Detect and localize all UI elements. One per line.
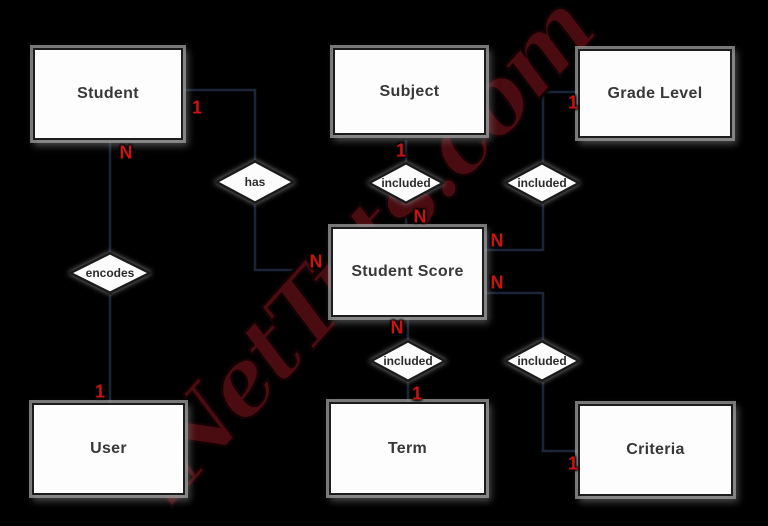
cardinality-subject-included: 1 (395, 140, 407, 161)
entity-criteria: Criteria (578, 404, 733, 496)
relationship-included-subject: included (367, 161, 445, 205)
entity-grade-level-label: Grade Level (607, 84, 703, 102)
relationship-included-criteria-label: included (517, 354, 567, 368)
entity-student: Student (33, 48, 183, 140)
diamond-shape (503, 340, 581, 382)
cardinality-student-score-included-term: N (390, 317, 404, 338)
entity-criteria-label: Criteria (626, 441, 685, 458)
edge-student-score-included-crit (484, 291, 545, 340)
cardinality-encodes-user: 1 (94, 381, 106, 402)
cardinality-included-term: 1 (411, 383, 423, 404)
edge-included-criteria (541, 382, 578, 453)
cardinality-student-score-included-grade: N (490, 230, 504, 251)
entity-subject: Subject (333, 48, 486, 135)
cardinality-student-score-included-crit: N (490, 272, 504, 293)
relationship-encodes: encodes (68, 251, 152, 295)
entity-student-score-label: Student Score (351, 263, 464, 280)
entity-user: User (32, 403, 185, 495)
relationship-included-criteria: included (503, 339, 581, 383)
relationship-included-grade-level-label: included (517, 176, 567, 190)
cardinality-included-student-score: N (413, 206, 427, 227)
entity-student-label: Student (77, 85, 139, 102)
diamond-shape (503, 162, 581, 204)
edge-has-student-score (253, 204, 331, 272)
entity-term-label: Term (387, 439, 428, 457)
diamond-shape (367, 162, 445, 204)
edge-student-has (183, 88, 257, 160)
entity-student-score: Student Score (331, 227, 484, 317)
entity-subject-label: Subject (379, 82, 440, 100)
entity-term: Term (329, 402, 486, 495)
cardinality-student-has: 1 (191, 97, 203, 118)
edge-included-student-score-right (484, 204, 545, 252)
relationship-has: has (214, 159, 296, 205)
relationship-included-term-label: included (383, 354, 433, 368)
diamond-shape (68, 252, 152, 294)
edge-grade-level-included (541, 90, 578, 162)
diamond-shape (369, 340, 447, 382)
cardinality-included-criteria: 1 (567, 453, 579, 474)
relationship-has-label: has (244, 175, 266, 189)
relationship-included-grade-level: included (503, 161, 581, 205)
relationship-encodes-label: encodes (85, 266, 135, 280)
relationship-included-term: included (369, 339, 447, 383)
entity-grade-level: Grade Level (578, 49, 732, 138)
diamond-shape (214, 160, 296, 204)
relationship-included-subject-label: included (381, 176, 431, 190)
cardinality-student-encodes: N (119, 142, 133, 163)
entity-user-label: User (90, 440, 127, 457)
cardinality-grade-level-included: 1 (567, 92, 579, 113)
cardinality-has-student-score: N (309, 251, 323, 272)
